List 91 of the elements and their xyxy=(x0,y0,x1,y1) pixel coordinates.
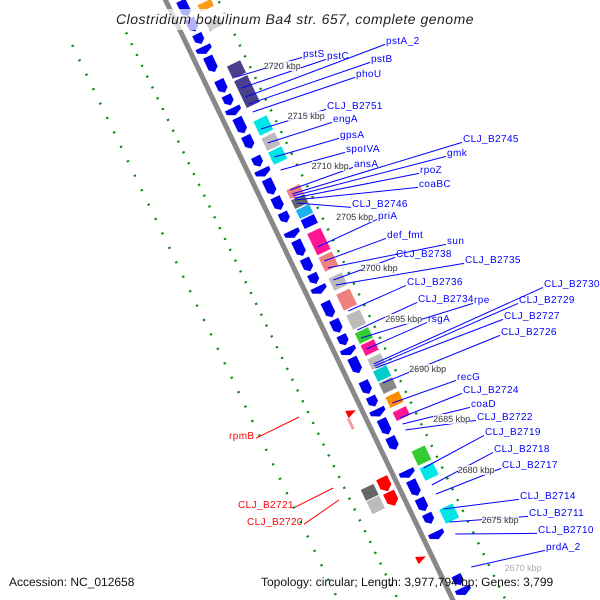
gene-label: coaBC xyxy=(419,179,452,191)
gene-label: CLJ_B2717 xyxy=(502,460,558,472)
position-label: 2675 kbp xyxy=(482,515,519,525)
leader-line xyxy=(267,122,332,144)
gene-label: rpoZ xyxy=(420,165,442,177)
position-label: 2720 kbp xyxy=(264,61,301,71)
position-label: 2695 kbp xyxy=(385,314,422,324)
footer-text: Topology: circular; Length: 3,977,794 bp; Genes: 3,799 xyxy=(261,575,554,589)
leader-line xyxy=(423,434,484,468)
gene-label: CLJ_B2745 xyxy=(463,134,519,146)
gene-label: rpe xyxy=(474,295,490,307)
leader-line xyxy=(256,416,300,439)
leader-line xyxy=(442,498,520,510)
gene-label: pstC xyxy=(327,51,350,63)
gene-label: rsgA xyxy=(428,314,450,326)
leader-line xyxy=(240,58,326,88)
leader-line xyxy=(335,262,464,286)
footer-text: Accession: NC_012658 xyxy=(9,575,134,589)
gene-label: pstB xyxy=(371,54,393,66)
leader-line xyxy=(324,238,386,262)
leader-line xyxy=(294,488,334,508)
leader-line xyxy=(294,172,420,198)
gene-label: CLJ_B2710 xyxy=(538,525,594,537)
position-label: 2715 kbp xyxy=(288,111,325,121)
leader-line xyxy=(245,44,386,98)
leader-line xyxy=(374,302,518,366)
leader-line xyxy=(356,302,418,330)
gene-label: CLJ_B2736 xyxy=(407,277,463,289)
leader-line xyxy=(317,218,378,248)
gene-label: gpsA xyxy=(340,130,364,142)
gene-label: phoU xyxy=(356,69,382,81)
gene-label: pstA_2 xyxy=(386,36,420,48)
gene-label: engA xyxy=(333,114,358,126)
leader-line xyxy=(366,322,428,350)
leader-line xyxy=(290,166,354,190)
position-label: 2710 kbp xyxy=(312,161,349,171)
leader-line xyxy=(280,152,346,170)
gene-label: CLJ_B2711 xyxy=(529,508,584,520)
gene-label: prdA_2 xyxy=(546,542,581,554)
gene-label: CLJ_B2746 xyxy=(352,199,408,211)
gene-label: def_fmt xyxy=(387,230,424,242)
gene-label: gmk xyxy=(447,148,468,160)
gene-label: CLJ_B2751 xyxy=(327,101,383,113)
position-label: 2670 kbp xyxy=(504,563,542,573)
leader-line xyxy=(470,550,546,568)
leader-line xyxy=(296,202,352,208)
leader-line xyxy=(327,244,446,268)
leader-line xyxy=(252,76,356,112)
leader-line xyxy=(454,532,538,534)
leader-line xyxy=(360,302,474,338)
map-title: Clostridium botulinum Ba4 str. 657, complete genome xyxy=(116,9,474,30)
position-label: 2685 kbp xyxy=(433,414,470,424)
leader-line xyxy=(292,142,462,194)
leader-line xyxy=(402,406,470,424)
leader-line xyxy=(274,138,340,158)
leader-line xyxy=(373,286,544,364)
gene-label: CLJ_B2721 xyxy=(238,500,294,512)
gene-label: sun xyxy=(447,236,464,248)
position-label: 2700 kbp xyxy=(360,263,398,273)
gene-label: CLJ_B2734 xyxy=(418,294,474,306)
gene-label: CLJ_B2738 xyxy=(396,249,452,261)
leader-line xyxy=(375,318,504,368)
gene-label: CLJ_B2724 xyxy=(463,385,519,397)
gene-label: spoIVA xyxy=(346,144,380,156)
position-label: 2705 kbp xyxy=(336,212,374,222)
gene-label: pstS xyxy=(303,49,325,61)
gene-label: CLJ_B2722 xyxy=(477,412,533,424)
gene-label: CLJ_B2727 xyxy=(504,311,560,323)
leader-line xyxy=(248,62,370,104)
leader-line xyxy=(292,156,446,196)
gene-label: CLJ_B2720 xyxy=(247,517,303,529)
gene-label: priA xyxy=(378,211,398,223)
leader-line xyxy=(294,186,418,200)
position-label: 2690 kbp xyxy=(409,364,446,374)
gene-label: coaD xyxy=(471,399,496,411)
gene-label: recG xyxy=(457,372,480,384)
gene-label: rpmB xyxy=(229,431,254,443)
leader-line xyxy=(304,500,340,525)
gene-label: CLJ_B2726 xyxy=(501,327,557,339)
gene-label: CLJ_B2729 xyxy=(519,295,575,307)
leader-line xyxy=(348,284,406,312)
position-label: 2680 kbp xyxy=(458,465,495,475)
leader-line xyxy=(436,468,502,494)
leader-line xyxy=(392,380,456,404)
leader-line xyxy=(399,392,462,418)
gene-label: CLJ_B2719 xyxy=(485,427,541,439)
gene-label: CLJ_B2718 xyxy=(494,444,550,456)
gene-label: CLJ_B2735 xyxy=(465,255,521,267)
gene-label: CLJ_B2730 xyxy=(544,279,600,291)
gene-label: ansA xyxy=(354,159,378,171)
gene-label: CLJ_B2714 xyxy=(520,491,576,503)
